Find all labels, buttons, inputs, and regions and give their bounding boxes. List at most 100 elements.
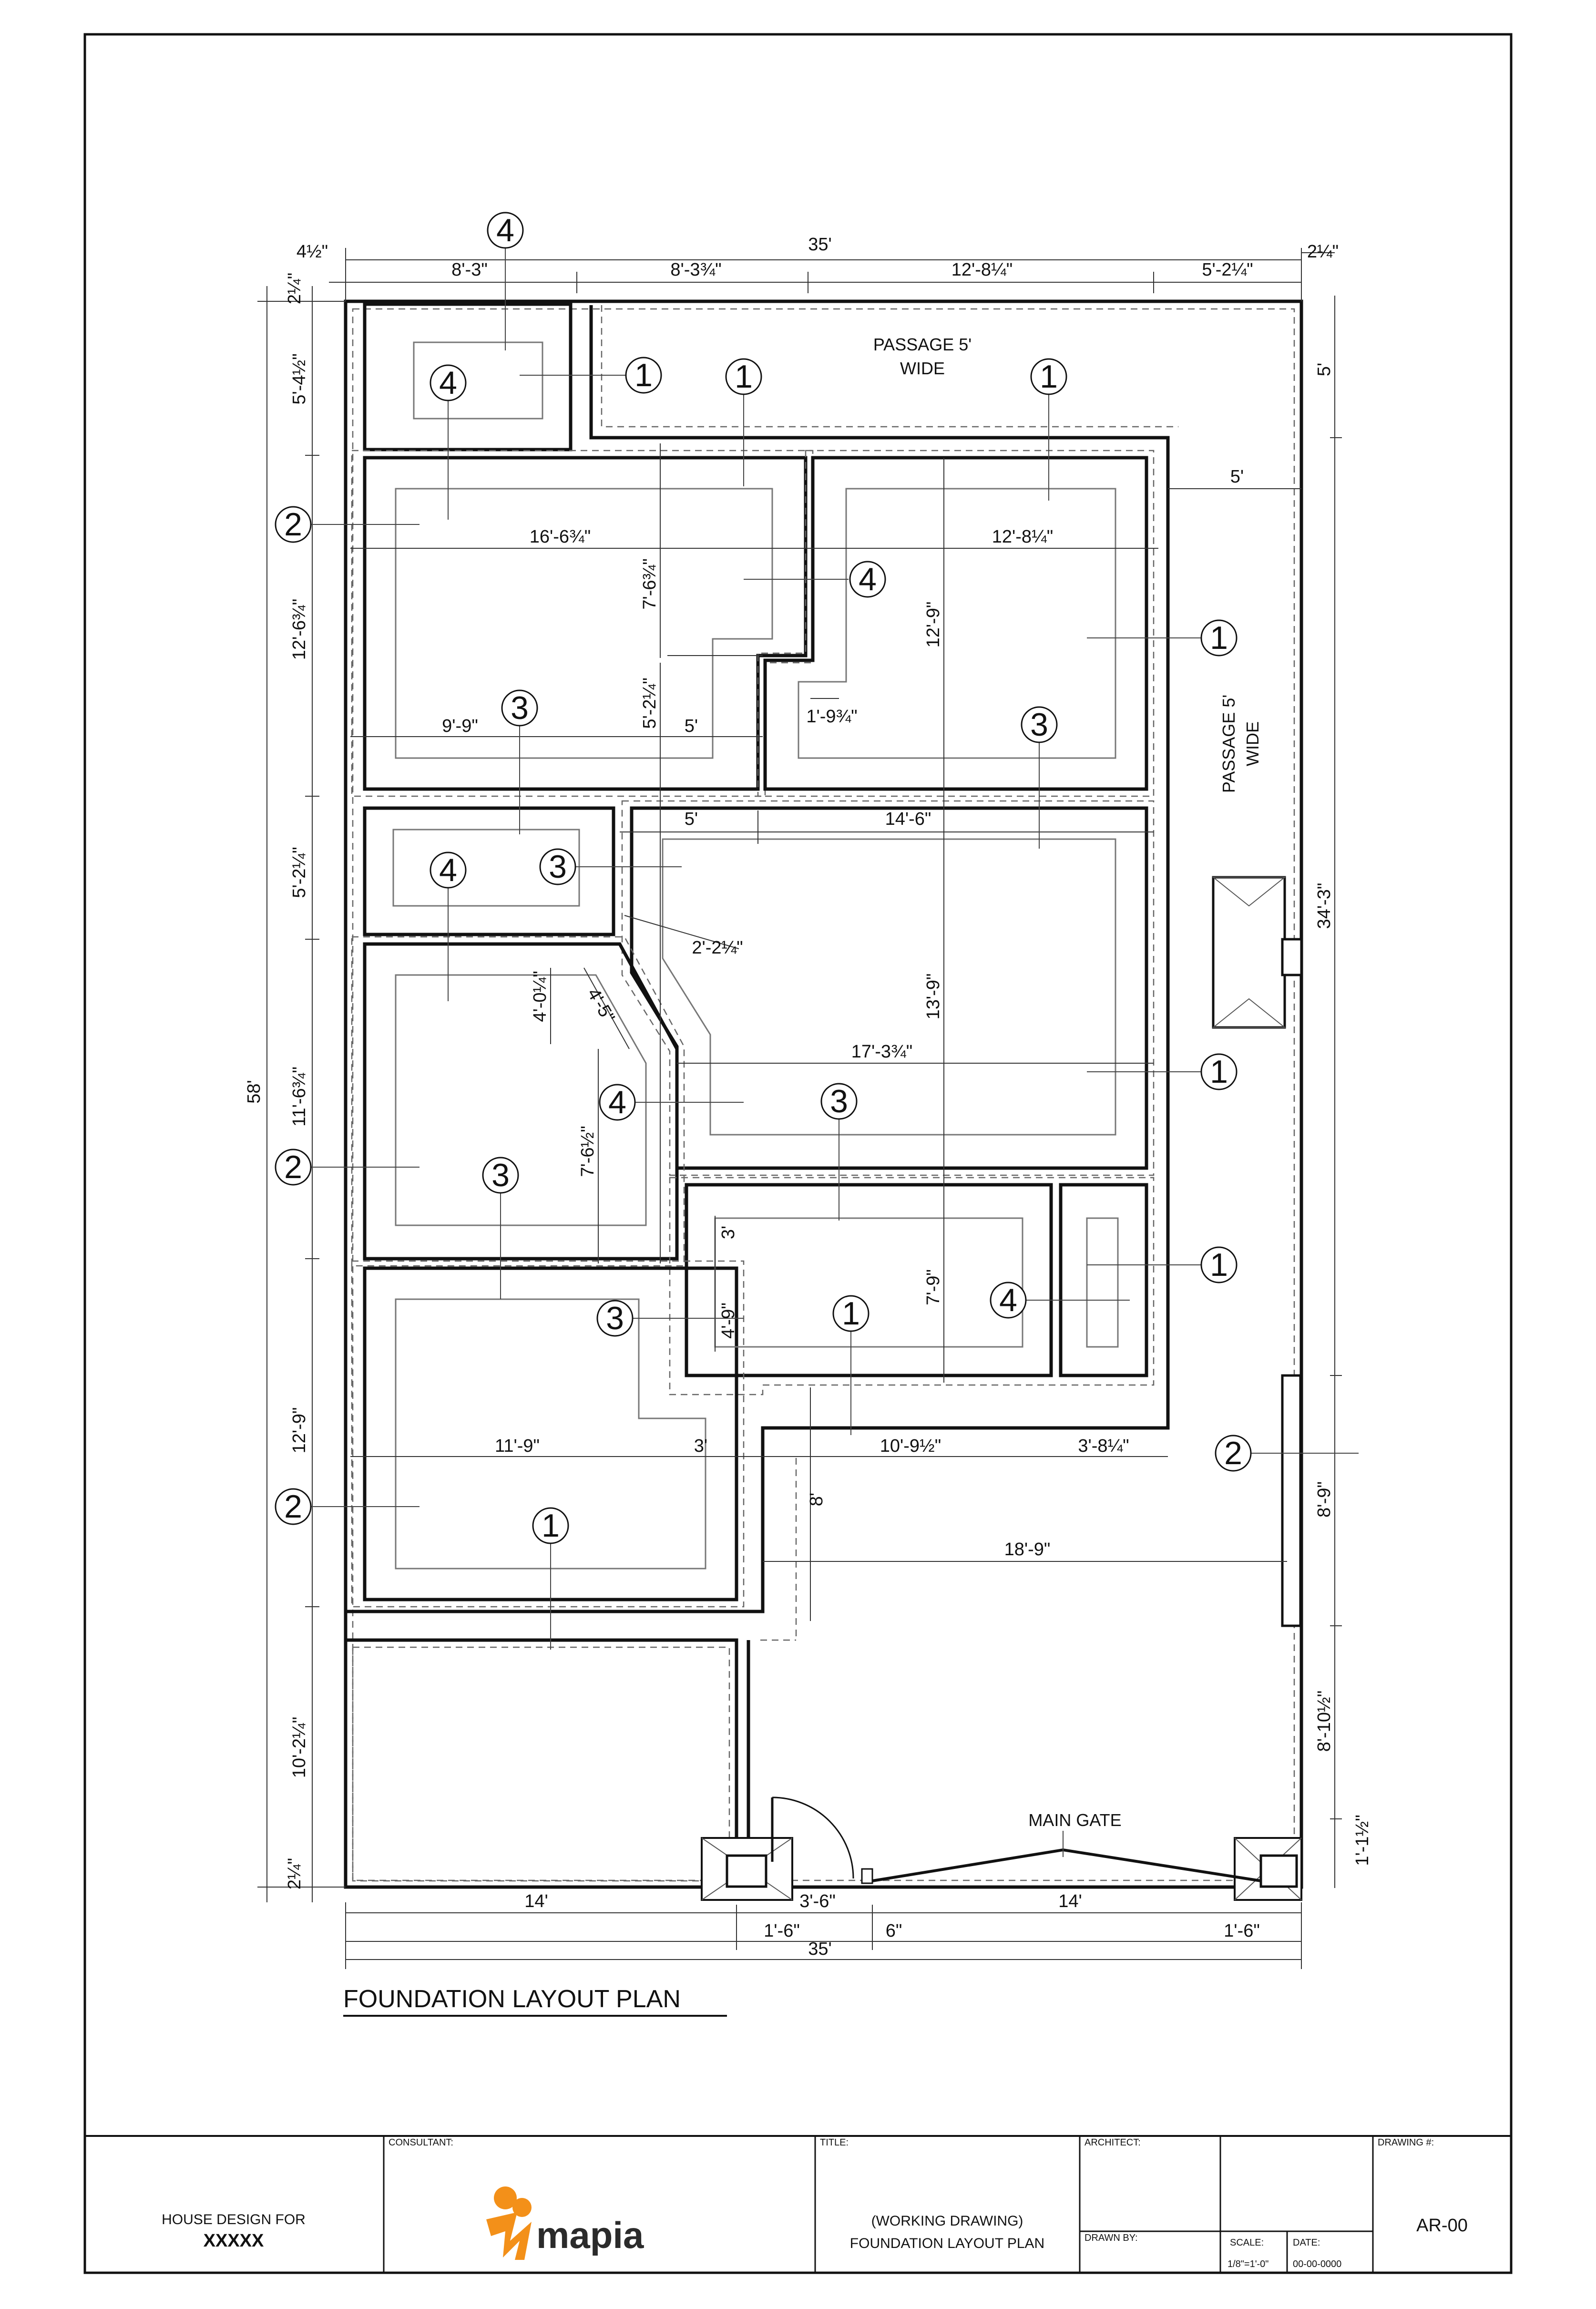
dim-left-seg-8: 2¼" [285, 1858, 305, 1889]
bath2-wall [1059, 1183, 1148, 1377]
marker-4-mid-top: 4 [849, 561, 886, 598]
marker-2-left-low: 2 [275, 1488, 312, 1525]
outer-boundary-wall [344, 299, 1303, 1889]
room-labels: PASSAGE 5' WIDE PASSAGE 5' WIDE MAIN GAT… [873, 335, 1262, 1830]
dimension-lines [257, 248, 1342, 1969]
dim-14-6: 14'-6" [885, 809, 931, 829]
svg-text:2: 2 [284, 1149, 302, 1185]
bedroom1-offset-line [351, 450, 814, 797]
svg-text:2: 2 [1224, 1435, 1242, 1471]
dim-bottom-sub-3: 1'-6" [1224, 1921, 1260, 1941]
dim-3: 3' [718, 1226, 738, 1239]
svg-text:1: 1 [1210, 1247, 1228, 1283]
footing-bedroom2 [798, 488, 1116, 759]
drawing-number-value: AR-00 [1416, 2216, 1468, 2236]
svg-text:1: 1 [1040, 359, 1058, 395]
marker-3-right-top: 3 [1021, 706, 1058, 743]
svg-text:3: 3 [491, 1157, 510, 1193]
svg-text:4: 4 [496, 212, 514, 248]
main-gate-label: MAIN GATE [1028, 1810, 1121, 1830]
dim-left-seg-1: 2¼" [285, 273, 305, 304]
title-block: HOUSE DESIGN FOR XXXXX CONSULTANT: mapia… [85, 2135, 1511, 2273]
kitchen-offset-line [669, 1177, 1155, 1396]
passage-top-label: PASSAGE 5' [873, 335, 972, 354]
footing-bath2 [1086, 1217, 1119, 1348]
svg-text:1: 1 [542, 1508, 560, 1544]
marker-4-store: 4 [430, 364, 467, 401]
dim-bottom-seg-2: 3'-6" [799, 1891, 836, 1911]
dim-bottom-seg-3: 14' [1058, 1891, 1082, 1911]
dim-top-total: 35' [808, 235, 832, 255]
dim-1-9: 1'-9¾" [806, 707, 857, 727]
marker-4-bath1: 4 [430, 852, 467, 889]
bedroom3-offset-line [351, 936, 685, 1267]
bedroom3-wall [363, 942, 679, 1261]
title-foundation-plan: FOUNDATION LAYOUT PLAN [850, 2236, 1044, 2251]
dim-12-9-v: 12'-9" [923, 602, 943, 648]
marker-3-left-top: 3 [501, 689, 538, 727]
plan-title: FOUNDATION LAYOUT PLAN [343, 1985, 681, 2013]
drawing-room-offset-line [351, 1260, 745, 1608]
dim-right-seg-5: 1'-1½" [1352, 1815, 1372, 1866]
dim-bottom-sub-1: 1'-6" [764, 1921, 800, 1941]
garden-offset-line [352, 1646, 730, 1882]
dim-12-8: 12'-8¼" [992, 527, 1054, 547]
dim-left-seg-3: 12'-6¾" [289, 599, 309, 660]
passage-top-label-2: WIDE [900, 359, 945, 378]
garden-wall [344, 1638, 738, 1889]
dim-right-seg-1: 5' [1314, 363, 1334, 376]
svg-text:3: 3 [511, 690, 529, 726]
footing-bath1 [392, 829, 580, 907]
svg-text:1: 1 [634, 357, 653, 393]
footing-store [413, 341, 543, 420]
dim-bottom-sub-2: 6" [886, 1921, 902, 1941]
marker-3-left-mid: 3 [482, 1157, 519, 1194]
footing-bedroom1 [395, 488, 773, 759]
passage-side-label-2: WIDE [1243, 721, 1262, 766]
title-label: TITLE: [820, 2137, 849, 2148]
bedroom2-offset-line [757, 450, 1155, 797]
dim-top-seg-3: 12'-8¼" [951, 260, 1013, 280]
dim-9-9: 9'-9" [442, 716, 478, 736]
dim-11-9: 11'-9" [495, 1436, 540, 1456]
dim-4-9: 4'-9" [718, 1303, 738, 1339]
marker-1-left-low: 1 [532, 1507, 569, 1544]
dim-16-6: 16'-6¾" [530, 527, 591, 547]
marker-3-bath1: 3 [539, 848, 576, 885]
bath1-wall [363, 806, 615, 936]
dim-right-seg-2: 34'-3" [1314, 883, 1334, 929]
marker-1-store: 1 [625, 357, 662, 394]
date-label: DATE: [1293, 2237, 1320, 2248]
dim-left-seg-7: 10'-2¼" [289, 1717, 309, 1778]
dim-left-seg-6: 12'-9" [289, 1407, 309, 1454]
dim-7-9: 7'-9" [923, 1269, 943, 1305]
kitchen-wall [685, 1183, 1053, 1377]
dim-top-offset: 4½" [297, 242, 328, 262]
dim-7-6: 7'-6¾" [640, 558, 660, 609]
dim-5-mid: 5' [685, 716, 698, 736]
svg-text:2: 2 [284, 506, 302, 543]
column-box [1212, 876, 1286, 1029]
mapia-logo: mapia [486, 2186, 644, 2260]
scale-label: SCALE: [1230, 2237, 1264, 2248]
scale-value: 1/8"=1'-0" [1228, 2259, 1269, 2269]
svg-text:4: 4 [608, 1084, 626, 1120]
dim-2-2: 2'-2¼" [692, 938, 743, 958]
marker-4-store-top: 4 [487, 212, 524, 249]
drawing-number-label: DRAWING #: [1378, 2137, 1434, 2148]
footings [392, 341, 1119, 1570]
footing-kitchen [714, 1217, 1023, 1348]
marker-3-mid: 3 [820, 1083, 858, 1120]
marker-3-kitchen: 3 [596, 1300, 634, 1337]
bedroom2-wall [763, 456, 1148, 791]
drawing-room-wall [363, 1266, 738, 1601]
marker-1-right-top: 1 [1200, 619, 1238, 657]
marker-2-left-top: 2 [275, 506, 312, 543]
footing-drawing-room [395, 1298, 706, 1570]
dimension-texts: 35' 4½" 2¼" 8'-3" 8'-3¾" 12'-8¼" 5'-2¼" … [244, 235, 1372, 1959]
door-swing-arc [772, 1796, 854, 1879]
dim-18-9: 18'-9" [1004, 1539, 1051, 1560]
house-design-name: XXXXX [204, 2231, 264, 2251]
dim-left-total: 58' [244, 1080, 264, 1104]
plan-walls [344, 299, 1303, 1901]
